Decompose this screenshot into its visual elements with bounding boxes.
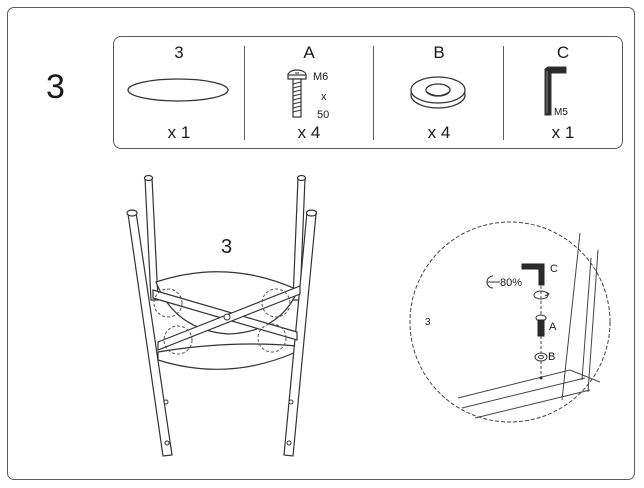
divider xyxy=(373,46,374,140)
detail-label-b: B xyxy=(548,351,556,363)
part-c-column: C M5 x 1 xyxy=(504,37,622,148)
bolt-spec-separator: x xyxy=(321,91,327,103)
part-id: B xyxy=(433,43,445,62)
part-id: 3 xyxy=(174,43,184,62)
part-qty: x 1 xyxy=(167,123,191,142)
detail-part-label: 3 xyxy=(425,317,431,328)
part-qty: x 4 xyxy=(297,123,321,142)
bolt-thread-spec: M6 xyxy=(313,71,329,83)
part-3-column: 3 x 1 xyxy=(114,37,244,148)
part-qty: x 4 xyxy=(427,123,451,142)
divider xyxy=(244,46,245,140)
torque-label: 80% xyxy=(500,277,523,289)
seat-panel-icon xyxy=(127,78,229,102)
seat-part-label: 3 xyxy=(221,236,233,258)
part-id: C xyxy=(556,43,570,62)
detail-label-a: A xyxy=(549,321,557,333)
allen-key-size: M5 xyxy=(554,107,568,118)
bolt-icon xyxy=(287,69,307,118)
part-id: A xyxy=(303,43,315,62)
detail-view xyxy=(409,221,611,423)
divider xyxy=(503,46,504,140)
bolt-length-spec: 50 xyxy=(317,109,330,121)
step-number: 3 xyxy=(46,68,65,106)
instruction-frame xyxy=(7,7,635,480)
detail-label-c: C xyxy=(550,263,558,275)
washer-icon xyxy=(410,76,466,109)
part-qty: x 1 xyxy=(551,123,575,142)
parts-list: 3 x 1 A M6 x 50 x 4 B xyxy=(113,36,623,149)
part-a-column: A M6 x 50 x 4 xyxy=(245,37,373,148)
allen-key-icon xyxy=(544,66,567,116)
part-b-column: B x 4 xyxy=(374,37,504,148)
